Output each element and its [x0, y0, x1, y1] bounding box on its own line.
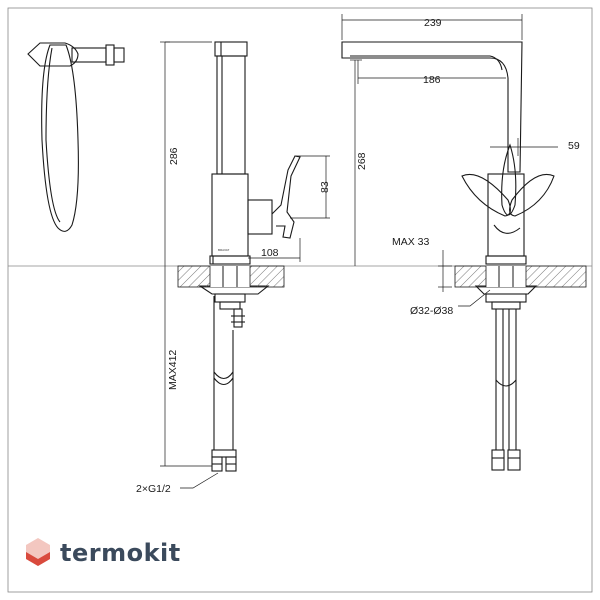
label-108: 108 — [261, 247, 279, 259]
dim-spout-reach — [341, 14, 523, 40]
dim-spout-inner — [357, 60, 506, 84]
label-max412: MAX412 — [167, 350, 179, 390]
dim-handle-offset — [490, 138, 558, 156]
label-thread: 2×G1/2 — [136, 483, 171, 495]
dim-counter-thickness — [438, 250, 452, 292]
handle-top-view — [27, 42, 125, 232]
dim-base-width — [248, 238, 301, 262]
thread-leader — [180, 472, 219, 489]
brand-stamp: BRAVAT — [218, 248, 230, 252]
dim-handle-height — [290, 155, 330, 219]
label-hole-diameter: Ø32-Ø38 — [410, 305, 453, 317]
dim-spout-height — [350, 59, 362, 266]
label-83: 83 — [319, 181, 331, 193]
dim-hose-length — [160, 266, 212, 467]
dim-total-height — [160, 41, 212, 266]
label-186: 186 — [423, 74, 441, 86]
hole-leader — [458, 289, 491, 307]
logo-text: termokit — [60, 539, 181, 567]
label-286: 286 — [168, 147, 180, 165]
label-59: 59 — [568, 140, 580, 152]
label-268: 268 — [356, 152, 368, 170]
drawing-frame — [7, 7, 593, 593]
label-max33: MAX 33 — [392, 236, 430, 248]
termokit-logo: termokit — [26, 538, 181, 567]
faucet-side-view — [198, 41, 301, 472]
label-239: 239 — [424, 17, 442, 29]
faucet-front-view — [341, 41, 555, 471]
